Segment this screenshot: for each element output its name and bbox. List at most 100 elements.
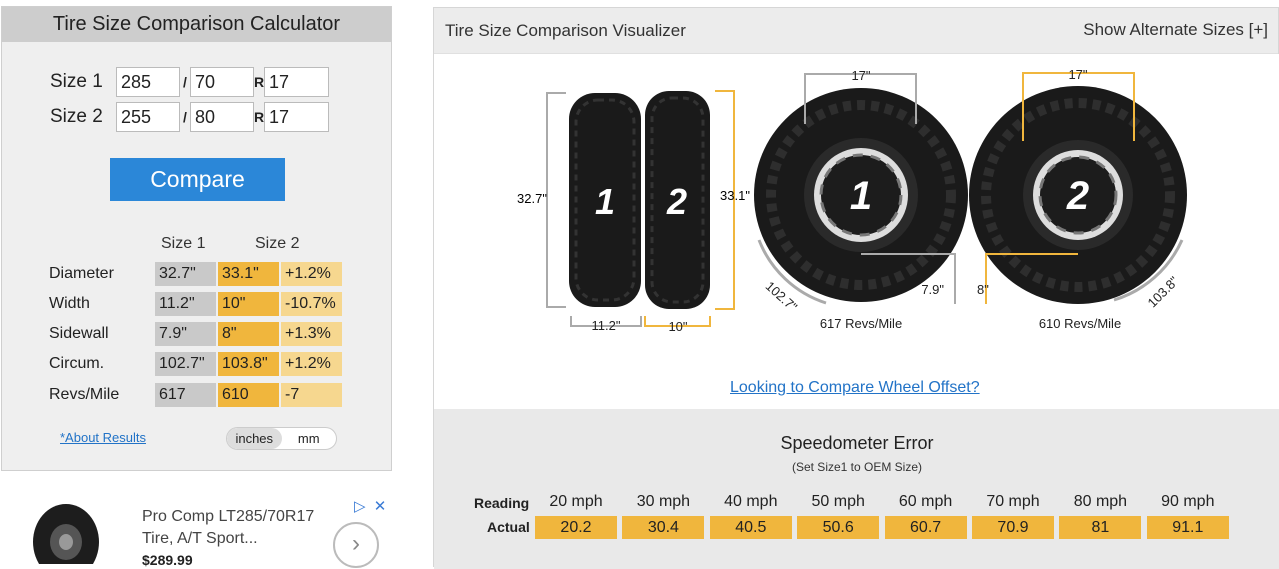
close-icon[interactable]: ✕: [373, 498, 387, 515]
speed-reading: 70 mph: [986, 493, 1040, 510]
slash: /: [183, 109, 187, 125]
rim-r: R: [254, 74, 265, 90]
result-label: Width: [49, 295, 90, 312]
calculator-panel: Tire Size Comparison Calculator Size 1 2…: [1, 6, 392, 471]
tire1-side-view: 1: [569, 93, 641, 307]
show-alternate-sizes-link[interactable]: Show Alternate Sizes [+]: [1083, 20, 1268, 39]
visualizer-title: Tire Size Comparison Visualizer: [445, 21, 686, 40]
rim2-label: 17": [1068, 67, 1087, 82]
actual-label: Actual: [487, 519, 530, 535]
speed-actual: 60.7: [884, 516, 967, 539]
tire2-wheel-number: 2: [1066, 174, 1089, 218]
speed-reading: 50 mph: [811, 493, 865, 510]
ad-controls: ▷ ✕: [354, 497, 386, 515]
tire1-front-view: 1: [754, 88, 968, 302]
unit-mm-option[interactable]: mm: [297, 431, 320, 446]
size1-rim-input[interactable]: 17: [264, 67, 329, 97]
speed-actual: 91.1: [1146, 516, 1229, 539]
speedometer-subtitle: (Set Size1 to OEM Size): [791, 460, 923, 474]
compare-button[interactable]: Compare: [110, 158, 285, 201]
size2-value: 103.8": [218, 352, 279, 376]
size1-row: Size 1 285 / 70 R 17: [50, 67, 329, 97]
rim-r: R: [254, 109, 265, 125]
visualizer-header: Tire Size Comparison Visualizer Show Alt…: [434, 8, 1278, 54]
size1-value: 11.2": [155, 292, 216, 316]
unit-inches-option[interactable]: inches: [227, 428, 282, 449]
visualizer-panel: Tire Size Comparison Visualizer Show Alt…: [433, 7, 1279, 569]
tire-product-image[interactable]: [30, 502, 102, 564]
size2-value: 33.1": [218, 262, 279, 286]
diff-value: -7: [281, 383, 342, 407]
result-row-sidewall: Sidewall 7.9" 8" +1.3%: [49, 322, 344, 346]
size1-value: 102.7": [155, 352, 216, 376]
result-row-circumference: Circum. 102.7" 103.8" +1.2%: [49, 352, 344, 376]
tire2-front-view: 2: [969, 86, 1187, 304]
about-results-link[interactable]: *About Results: [60, 430, 146, 445]
speed-actual: 81: [1059, 516, 1142, 539]
result-row-diameter: Diameter 32.7" 33.1" +1.2%: [49, 262, 344, 286]
speed-actual: 20.2: [535, 516, 617, 539]
tire-diagram-svg: 1 2 32.7" 33.1" 11.2" 10": [517, 67, 1187, 334]
result-label: Sidewall: [49, 325, 109, 342]
speed-reading: 20 mph: [549, 493, 603, 510]
diff-value: +1.2%: [281, 352, 342, 376]
width1-label: 11.2": [592, 318, 621, 333]
speedometer-section: Speedometer Error (Set Size1 to OEM Size…: [434, 409, 1279, 569]
circumference2-label: 103.8": [1145, 273, 1182, 310]
unit-toggle[interactable]: inches mm: [226, 427, 337, 450]
size2-width-input[interactable]: 255: [116, 102, 180, 132]
size1-value: 32.7": [155, 262, 216, 286]
size1-label: Size 1: [50, 71, 103, 92]
col-size2-header: Size 2: [255, 235, 300, 252]
result-label: Diameter: [49, 265, 114, 282]
size1-aspect-input[interactable]: 70: [190, 67, 254, 97]
tire1-wheel-number: 1: [850, 174, 872, 218]
size2-value: 8": [218, 322, 279, 346]
speed-actual: 50.6: [797, 516, 880, 539]
speed-actual: 70.9: [972, 516, 1054, 539]
chevron-right-icon[interactable]: ›: [333, 522, 379, 568]
tire1-number: 1: [595, 181, 615, 222]
reading-label: Reading: [474, 495, 530, 511]
size1-value: 617: [155, 383, 216, 407]
diff-value: -10.7%: [281, 292, 342, 316]
speedometer-title: Speedometer Error: [780, 433, 934, 453]
size2-label: Size 2: [50, 106, 103, 127]
adchoices-icon[interactable]: ▷: [354, 498, 366, 515]
ad-title[interactable]: Pro Comp LT285/70R17 Tire, A/T Sport...: [142, 508, 315, 547]
revs2-label: 610 Revs/Mile: [1039, 316, 1121, 331]
size2-value: 10": [218, 292, 279, 316]
speed-reading: 90 mph: [1161, 493, 1215, 510]
diameter1-label: 32.7": [517, 191, 547, 206]
circumference1-label: 102.7": [763, 278, 801, 314]
tire2-side-view: 2: [645, 91, 710, 309]
speed-actual: 40.5: [709, 516, 792, 539]
speed-actual: 30.4: [622, 516, 705, 539]
compare-wheel-offset-link[interactable]: Looking to Compare Wheel Offset?: [730, 379, 980, 396]
tire2-number: 2: [666, 181, 687, 222]
result-label: Revs/Mile: [49, 386, 120, 403]
rim1-label: 17": [851, 68, 870, 83]
width2-label: 10": [668, 319, 687, 334]
col-size1-header: Size 1: [161, 235, 206, 252]
size1-value: 7.9": [155, 322, 216, 346]
size2-aspect-input[interactable]: 80: [190, 102, 254, 132]
tire-diagram: 1 2 32.7" 33.1" 11.2" 10": [434, 54, 1279, 409]
speed-reading: 60 mph: [898, 493, 953, 510]
result-label: Circum.: [49, 355, 105, 372]
speed-reading: 30 mph: [636, 493, 691, 510]
ad-price: $289.99: [142, 552, 193, 568]
size1-width-input[interactable]: 285: [116, 67, 180, 97]
diameter2-label: 33.1": [720, 188, 750, 203]
revs1-label: 617 Revs/Mile: [820, 316, 902, 331]
calculator-title: Tire Size Comparison Calculator: [2, 7, 391, 42]
size2-rim-input[interactable]: 17: [264, 102, 329, 132]
sidewall2-label: 8": [977, 282, 989, 297]
size2-value: 610: [218, 383, 279, 407]
diff-value: +1.2%: [281, 262, 342, 286]
diff-value: +1.3%: [281, 322, 342, 346]
sidewall1-label: 7.9": [921, 282, 944, 297]
result-row-width: Width 11.2" 10" -10.7%: [49, 292, 344, 316]
result-row-revs: Revs/Mile 617 610 -7: [49, 383, 344, 407]
speed-reading: 80 mph: [1073, 493, 1128, 510]
